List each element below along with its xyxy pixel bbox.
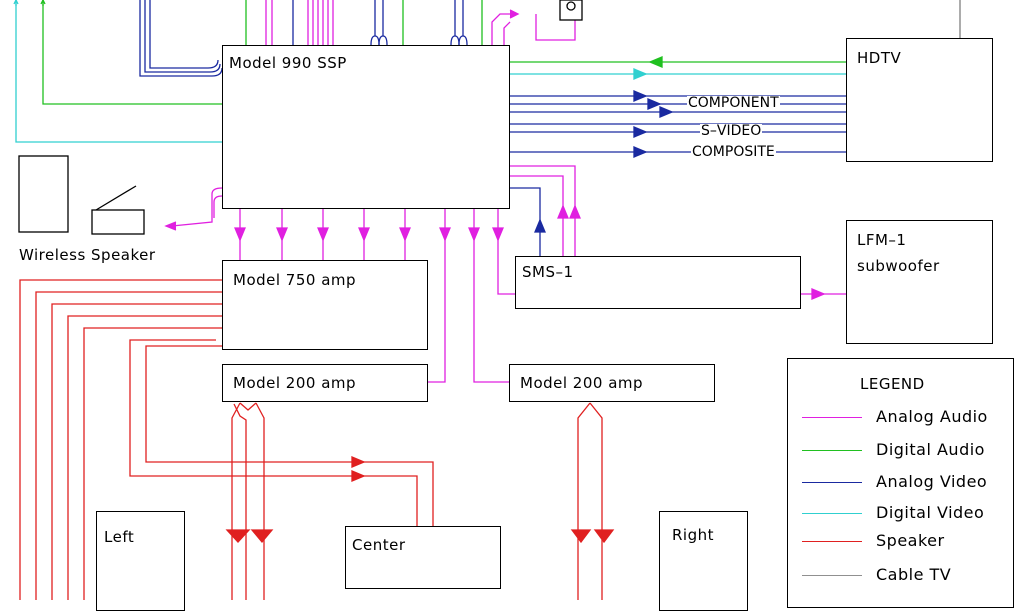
amp200-left-box: Model 200 amp <box>222 364 428 402</box>
left-inputs <box>15 0 223 231</box>
speaker-right-box: Right <box>659 511 748 611</box>
ssp-to-sms <box>509 165 846 300</box>
amp200-right-label: Model 200 amp <box>520 374 644 392</box>
speaker-left-box: Left <box>96 511 185 611</box>
speaker-wires <box>19 279 615 600</box>
svideo-label: S–VIDEO <box>700 123 763 139</box>
hdtv-box: HDTV <box>846 38 993 162</box>
legend-title: LEGEND <box>860 375 925 393</box>
top-inputs <box>13 0 961 46</box>
speaker-center-box: Center <box>345 526 501 589</box>
legend-item: Digital Video <box>788 503 1018 525</box>
ssp-label: Model 990 SSP <box>229 54 347 72</box>
legend-item: Digital Audio <box>788 440 1018 462</box>
legend-swatch <box>802 417 862 418</box>
amp750-box: Model 750 amp <box>222 260 428 350</box>
legend-item-label: Analog Audio <box>876 407 988 426</box>
legend-item-label: Cable TV <box>876 565 952 584</box>
legend-item-label: Analog Video <box>876 472 988 491</box>
hdtv-label: HDTV <box>857 49 902 67</box>
legend-item-label: Speaker <box>876 531 945 550</box>
amp750-label: Model 750 amp <box>233 271 357 289</box>
subwoofer-label-line1: LFM–1 <box>857 231 907 249</box>
legend-item: Cable TV <box>788 565 1018 587</box>
legend-swatch <box>802 513 862 514</box>
legend-item: Speaker <box>788 531 1018 553</box>
subwoofer-box: LFM–1 subwoofer <box>846 220 993 344</box>
legend-item: Analog Video <box>788 472 1018 494</box>
ssp-to-hdtv <box>509 56 846 158</box>
ssp-to-amps <box>234 208 515 383</box>
sms-box: SMS–1 <box>515 256 801 309</box>
speaker-right-label: Right <box>672 526 714 544</box>
legend-swatch <box>802 450 862 451</box>
legend-swatch <box>802 482 862 483</box>
legend-item-label: Digital Audio <box>876 440 985 459</box>
amp200-right-box: Model 200 amp <box>509 364 715 402</box>
speaker-left-label: Left <box>104 528 135 546</box>
legend-item-label: Digital Video <box>876 503 985 522</box>
subwoofer-label-line2: subwoofer <box>857 257 940 275</box>
ssp-box: Model 990 SSP <box>222 45 510 209</box>
legend-item: Analog Audio <box>788 407 1018 429</box>
amp200-left-label: Model 200 amp <box>233 374 357 392</box>
composite-label: COMPOSITE <box>691 144 776 160</box>
legend-swatch <box>802 541 862 542</box>
component-label: COMPONENT <box>687 95 780 111</box>
legend-swatch <box>802 575 862 576</box>
sms-label: SMS–1 <box>522 263 574 281</box>
wireless-speaker-icon <box>18 155 145 235</box>
wireless-speaker-label: Wireless Speaker <box>19 246 156 264</box>
speaker-center-label: Center <box>352 536 406 554</box>
